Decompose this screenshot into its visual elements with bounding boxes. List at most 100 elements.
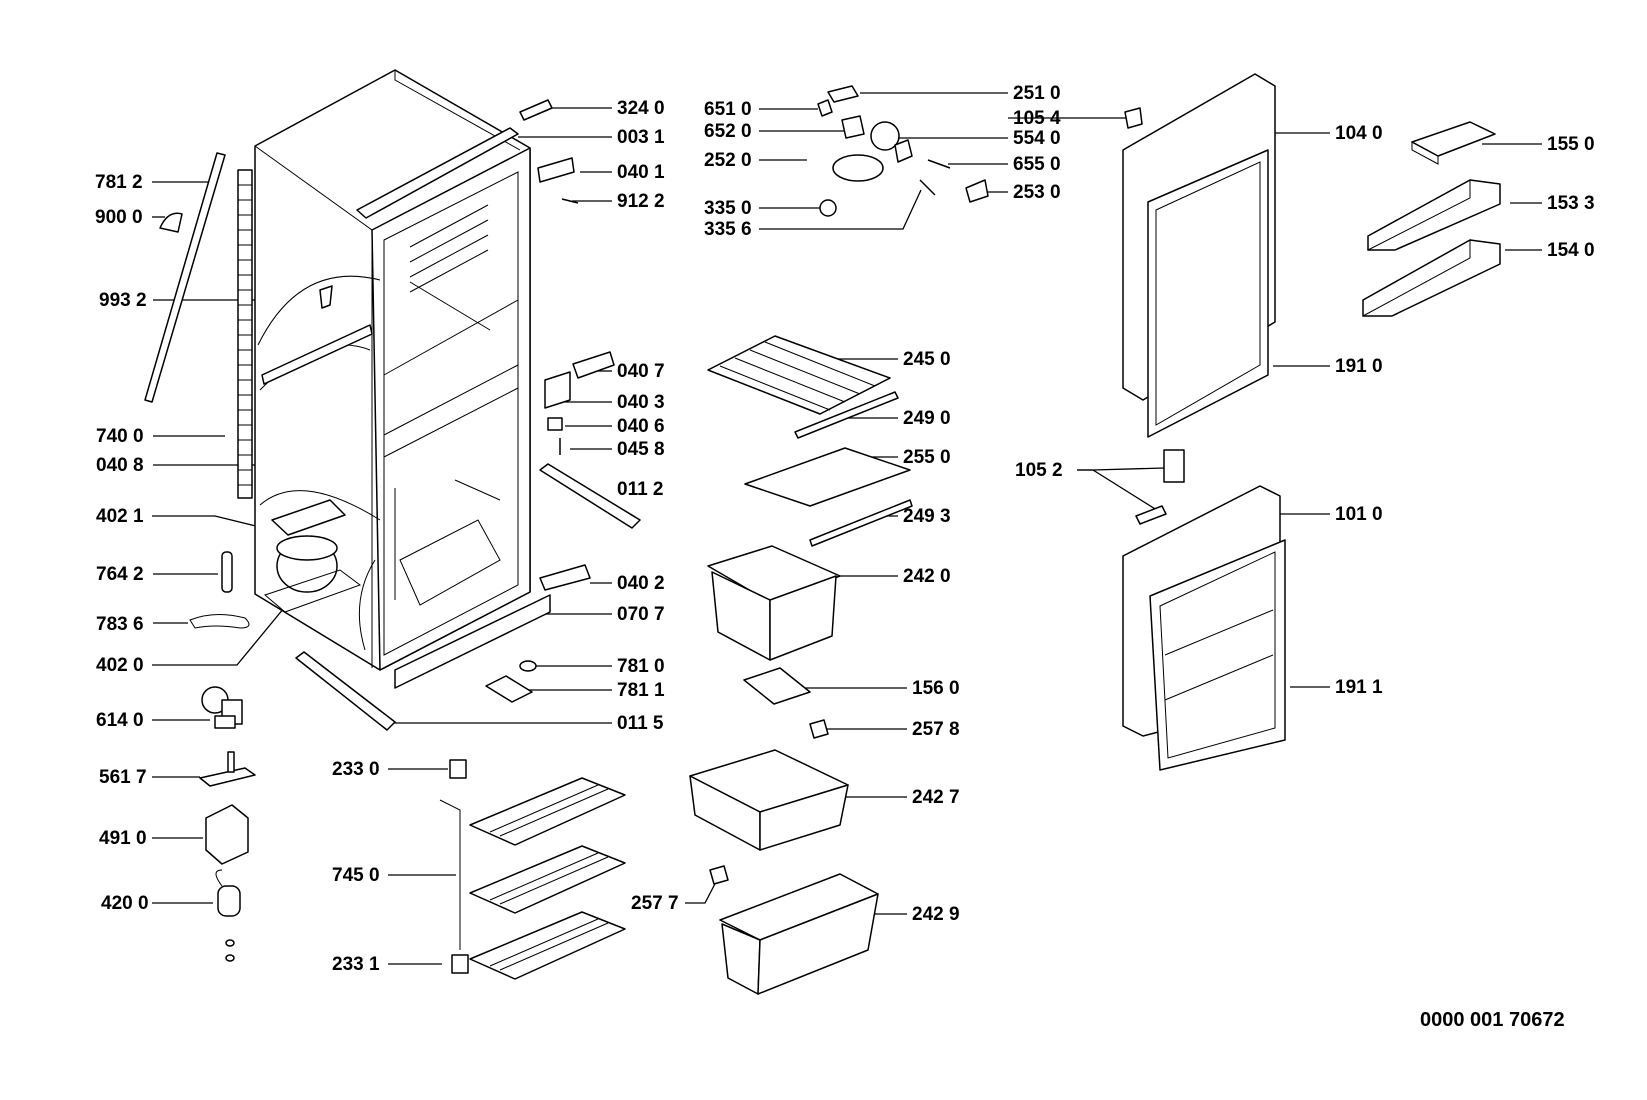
callout-0401: 040 1 — [617, 162, 665, 183]
callout-2450: 245 0 — [903, 349, 951, 370]
crisper-upper — [689, 749, 849, 851]
callout-2578: 257 8 — [912, 719, 960, 740]
hinge-plate — [544, 371, 571, 409]
callout-0403: 040 3 — [617, 392, 665, 413]
screw — [561, 198, 579, 204]
callout-4200: 420 0 — [101, 893, 149, 914]
shelf-bracket — [261, 324, 373, 385]
drain-tube — [144, 152, 226, 403]
callout-0031: 003 1 — [617, 127, 665, 148]
hinge-middle — [572, 351, 615, 379]
callout-0707: 070 7 — [617, 604, 665, 625]
slider — [809, 719, 829, 739]
freezer-door — [1122, 73, 1276, 438]
callout-6520: 652 0 — [704, 121, 752, 142]
clamp — [159, 212, 183, 233]
callout-3350: 335 0 — [704, 198, 752, 219]
callout-7836: 783 6 — [96, 614, 144, 635]
condenser — [237, 169, 253, 499]
callout-6550: 655 0 — [1013, 154, 1061, 175]
door-hinge-plate — [1163, 449, 1185, 483]
callout-7811: 781 1 — [617, 680, 665, 701]
callout-2493: 249 3 — [903, 506, 951, 527]
clip-lower — [709, 865, 729, 885]
fridge-door — [1122, 485, 1286, 771]
callout-1540: 154 0 — [1547, 240, 1595, 261]
callout-4021: 402 1 — [96, 506, 144, 527]
fridge-shelves — [707, 335, 913, 547]
callout-2530: 253 0 — [1013, 182, 1061, 203]
callout-0115: 011 5 — [617, 713, 664, 734]
door-hinge — [1135, 505, 1167, 525]
callout-1550: 155 0 — [1547, 134, 1595, 155]
callout-labels: 781 2 900 0 993 2 740 0 040 8 402 1 764 … — [95, 83, 1595, 975]
callout-9932: 993 2 — [99, 290, 147, 311]
callout-6140: 614 0 — [96, 710, 144, 731]
callout-6510: 651 0 — [704, 99, 752, 120]
callout-0402: 040 2 — [617, 573, 665, 594]
freezer-shelves — [439, 759, 626, 980]
hinge-upper — [519, 99, 553, 121]
callout-2429: 242 9 — [912, 904, 960, 925]
callout-0407: 040 7 — [617, 361, 665, 382]
lamp-assembly — [817, 85, 1143, 217]
shelf-support — [319, 285, 333, 309]
thermostat — [199, 751, 256, 787]
callout-1910: 191 0 — [1335, 356, 1383, 377]
document-number: 0000 001 70672 — [1420, 1009, 1565, 1031]
callout-7450: 745 0 — [332, 865, 380, 886]
callout-1533: 153 3 — [1547, 193, 1595, 214]
callout-7812: 781 2 — [95, 172, 143, 193]
hinge-lower — [539, 564, 591, 591]
relay — [201, 686, 243, 729]
callout-4910: 491 0 — [99, 828, 147, 849]
callout-2331: 233 1 — [332, 954, 380, 975]
callout-1911: 191 1 — [1335, 677, 1383, 698]
callout-2577: 257 7 — [631, 893, 679, 914]
callout-5540: 554 0 — [1013, 128, 1061, 149]
rail-lower — [295, 651, 396, 731]
callout-2490: 249 0 — [903, 408, 951, 429]
ice-tray — [743, 667, 811, 705]
callout-5617: 561 7 — [99, 767, 147, 788]
compressor — [264, 499, 362, 613]
cover — [205, 804, 249, 865]
callout-3356: 335 6 — [704, 219, 752, 240]
rail-upper — [539, 463, 641, 529]
foot-cover — [485, 675, 533, 703]
clip — [189, 614, 250, 629]
callout-2330: 233 0 — [332, 759, 380, 780]
bracket — [1124, 107, 1143, 129]
foot — [519, 660, 537, 672]
door-bin-lower — [1362, 239, 1501, 317]
callout-9000: 900 0 — [95, 207, 143, 228]
callout-3240: 324 0 — [617, 98, 665, 119]
callout-7810: 781 0 — [617, 656, 665, 677]
callout-7642: 764 2 — [96, 564, 144, 585]
cabinet-body — [254, 69, 551, 689]
door-bin-upper — [1367, 179, 1501, 251]
callout-1040: 104 0 — [1335, 123, 1383, 144]
spacer — [547, 417, 563, 431]
callout-2550: 255 0 — [903, 447, 951, 468]
callout-9122: 912 2 — [617, 191, 665, 212]
callout-1052: 105 2 — [1015, 460, 1063, 481]
callout-2427: 242 7 — [912, 787, 960, 808]
hinge-cover — [537, 157, 575, 183]
filter-drier — [221, 551, 233, 593]
callout-7400: 740 0 — [96, 426, 144, 447]
callout-2420: 242 0 — [903, 566, 951, 587]
callout-2510: 251 0 — [1013, 83, 1061, 104]
crisper-lower — [719, 873, 879, 995]
callout-2520: 252 0 — [704, 150, 752, 171]
callout-0112: 011 2 — [617, 479, 664, 500]
callout-4020: 402 0 — [96, 655, 144, 676]
callout-1010: 101 0 — [1335, 504, 1383, 525]
capacitor — [215, 869, 241, 962]
callout-0408: 040 8 — [96, 455, 144, 476]
callout-0458: 045 8 — [617, 439, 665, 460]
callout-0406: 040 6 — [617, 416, 665, 437]
callout-1560: 156 0 — [912, 678, 960, 699]
egg-tray — [1411, 121, 1496, 165]
dairy-container — [707, 545, 841, 661]
